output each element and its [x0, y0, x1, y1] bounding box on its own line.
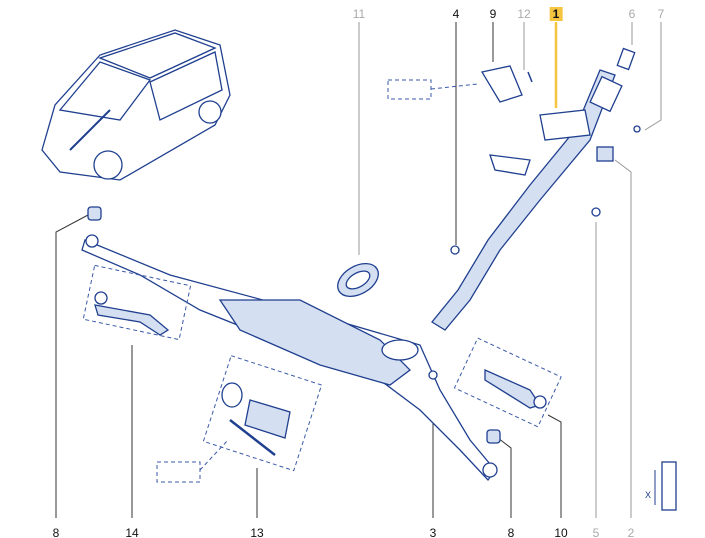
clip-part-2: [596, 146, 614, 162]
callout-5[interactable]: 5: [592, 526, 600, 538]
callout-8[interactable]: 8: [52, 526, 60, 538]
tie-rod-end-part-10: [484, 368, 542, 409]
svg-text:X: X: [645, 490, 651, 500]
callout-4[interactable]: 4: [452, 7, 460, 21]
callout-10[interactable]: 10: [554, 526, 568, 538]
bolt-dimension-icon: X: [645, 461, 677, 511]
nut-part-8: [486, 429, 501, 444]
vehicle-illustration: [41, 29, 231, 181]
tie-rod-end-part-14: [94, 304, 170, 336]
callout-6[interactable]: 6: [628, 7, 636, 21]
callout-9[interactable]: 9: [489, 7, 497, 21]
steering-column-part-1: [431, 47, 636, 331]
callout-11[interactable]: 11: [352, 7, 366, 21]
callout-3[interactable]: 3: [429, 526, 437, 538]
callout-8-right[interactable]: 8: [507, 526, 515, 538]
callout-12[interactable]: 12: [517, 7, 531, 21]
callout-2[interactable]: 2: [627, 526, 635, 538]
callout-1-highlighted[interactable]: 1: [549, 7, 563, 21]
steering-rack: [81, 234, 498, 482]
leader-lines: [55, 22, 662, 518]
callout-7[interactable]: 7: [657, 7, 665, 21]
nut-part-8: [87, 206, 102, 221]
boot-part-13: [244, 399, 291, 439]
bracket-part-9: [480, 65, 523, 103]
callout-14[interactable]: 14: [125, 526, 139, 538]
callout-13[interactable]: 13: [250, 526, 264, 538]
o-ring-part-13: [221, 382, 243, 408]
